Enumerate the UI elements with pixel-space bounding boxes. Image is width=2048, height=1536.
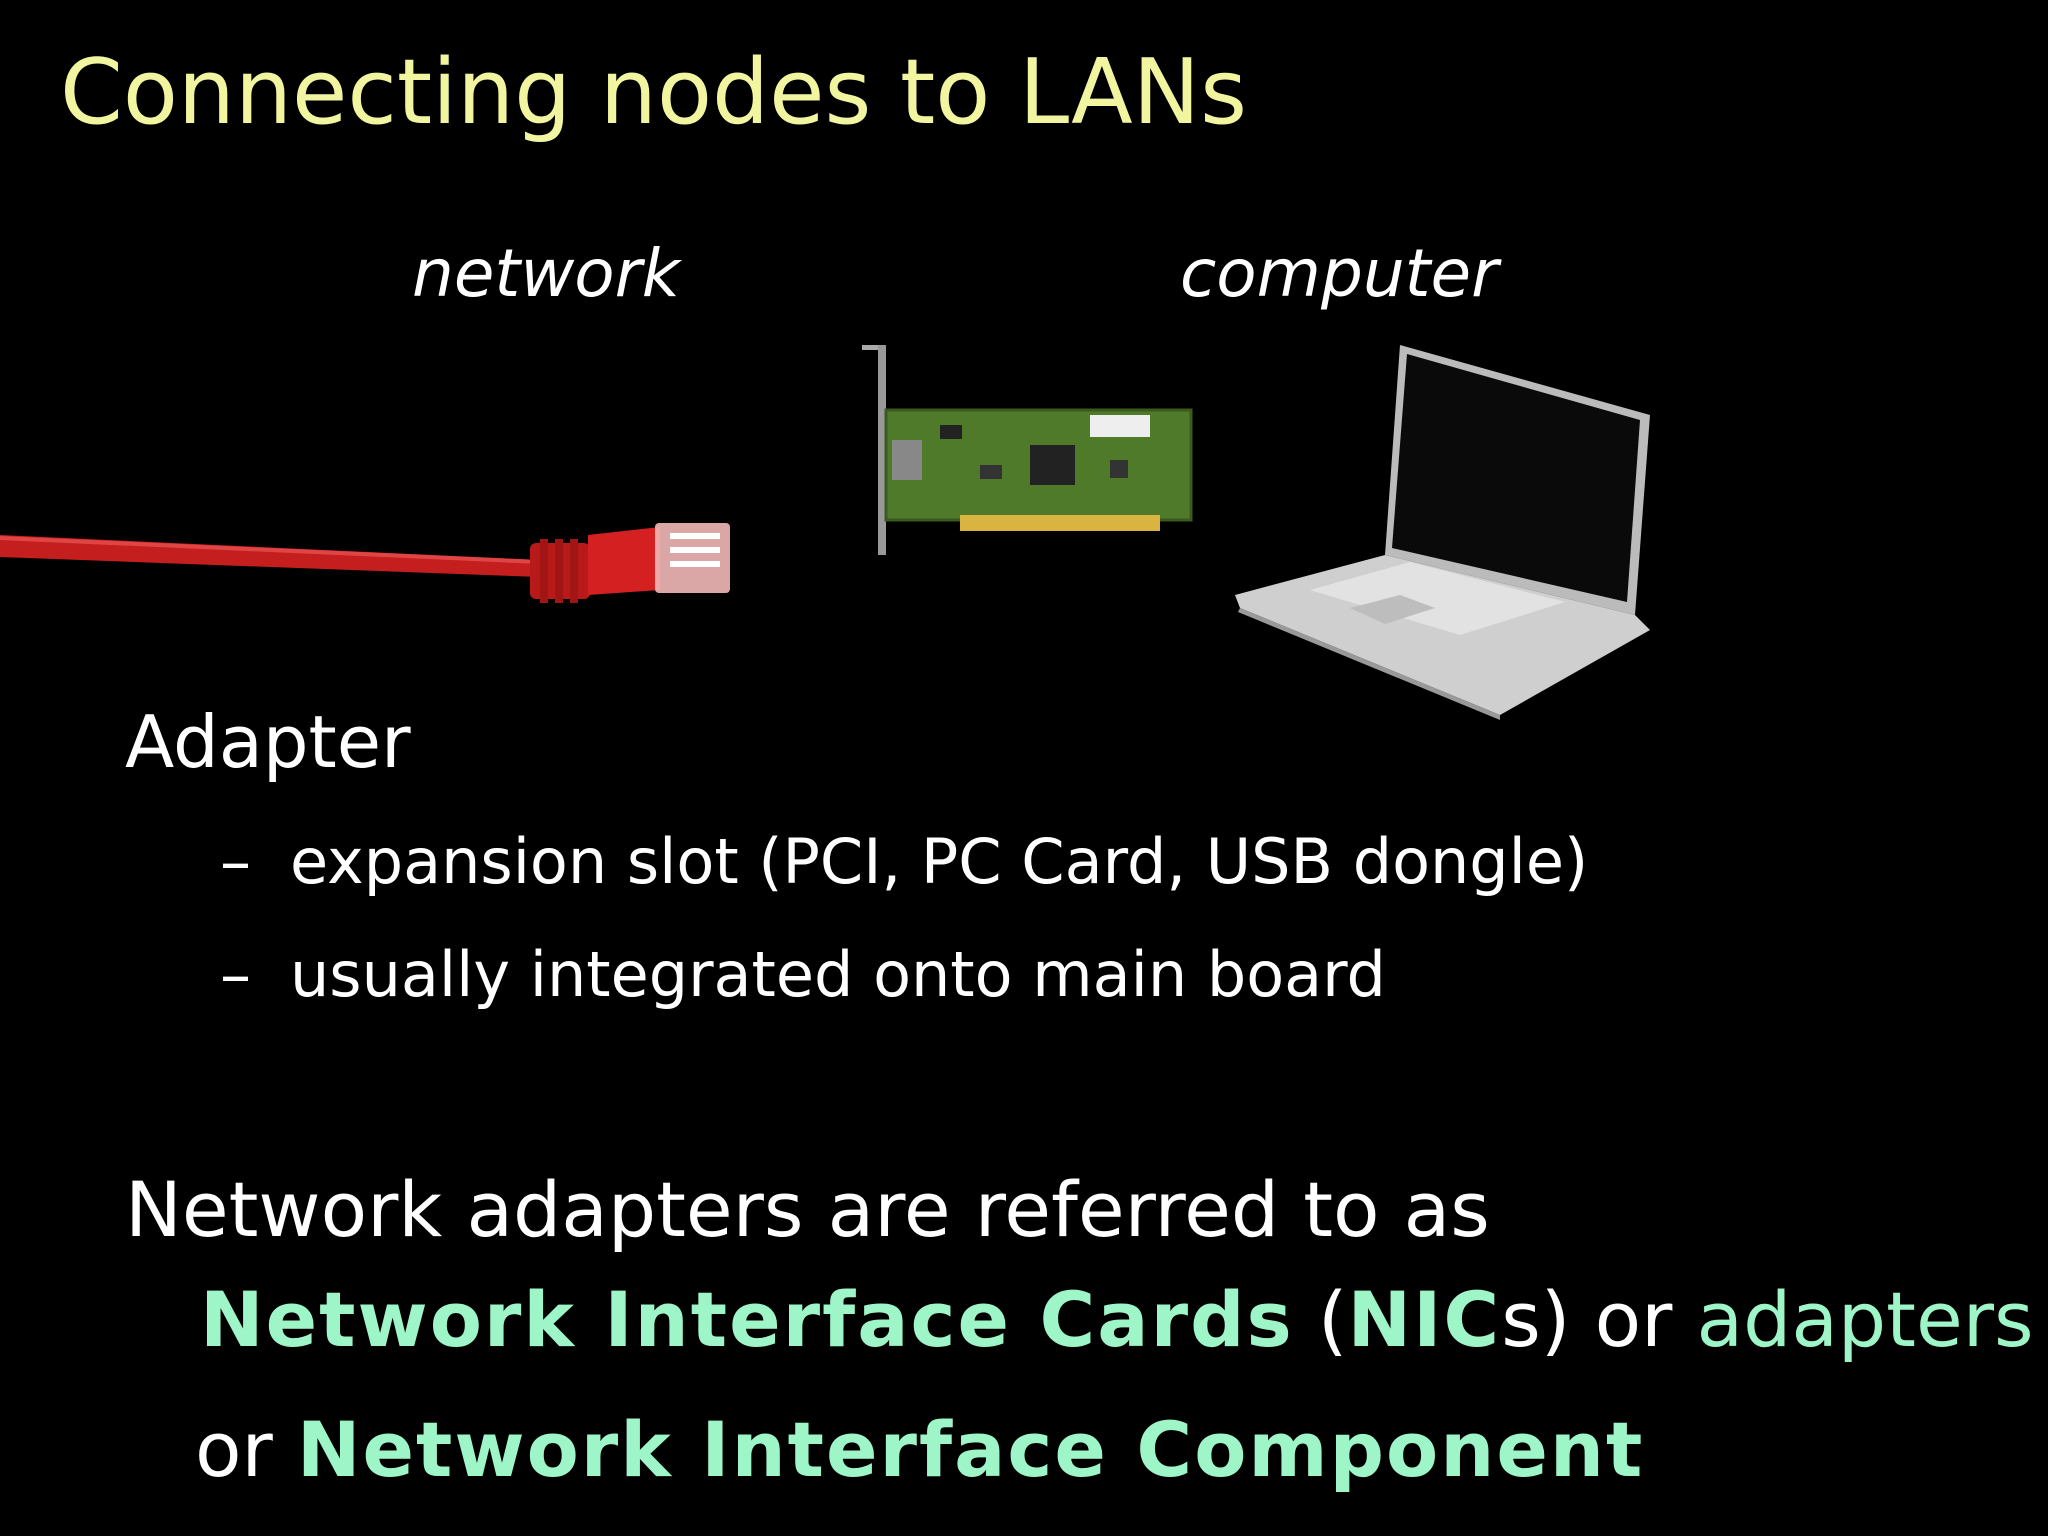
bullet-dash: – — [220, 938, 251, 1011]
network-card-image — [862, 345, 1193, 555]
abbr-suffix: s) or — [1501, 1275, 1697, 1364]
computer-caption: computer — [1180, 235, 1499, 312]
open-paren: ( — [1293, 1275, 1348, 1364]
adapter-heading: Adapter — [125, 700, 411, 784]
paragraph-line-3: or Network Interface Component — [195, 1405, 1644, 1494]
abbr-nic: NIC — [1347, 1275, 1502, 1364]
ethernet-cable-image — [0, 523, 730, 603]
bullet-integrated: –usually integrated onto main board — [220, 938, 1386, 1011]
prefix-or: or — [195, 1405, 297, 1494]
laptop-image — [1235, 345, 1650, 720]
bullet-text: usually integrated onto main board — [290, 938, 1386, 1011]
network-caption: network — [412, 235, 681, 312]
paragraph-line-2: Network Interface Cards (NICs) or adapte… — [200, 1275, 2034, 1364]
slide-title: Connecting nodes to LANs — [60, 40, 1247, 145]
term-nic: Network Interface Cards — [200, 1275, 1294, 1364]
paragraph-line-1: Network adapters are referred to as — [125, 1165, 1490, 1254]
term-component: Network Interface Component — [296, 1405, 1645, 1494]
term-adapters: adapters — [1696, 1275, 2034, 1364]
bullet-dash: – — [220, 825, 251, 898]
bullet-text: expansion slot (PCI, PC Card, USB dongle… — [290, 825, 1589, 898]
bullet-expansion-slot: –expansion slot (PCI, PC Card, USB dongl… — [220, 825, 1588, 898]
